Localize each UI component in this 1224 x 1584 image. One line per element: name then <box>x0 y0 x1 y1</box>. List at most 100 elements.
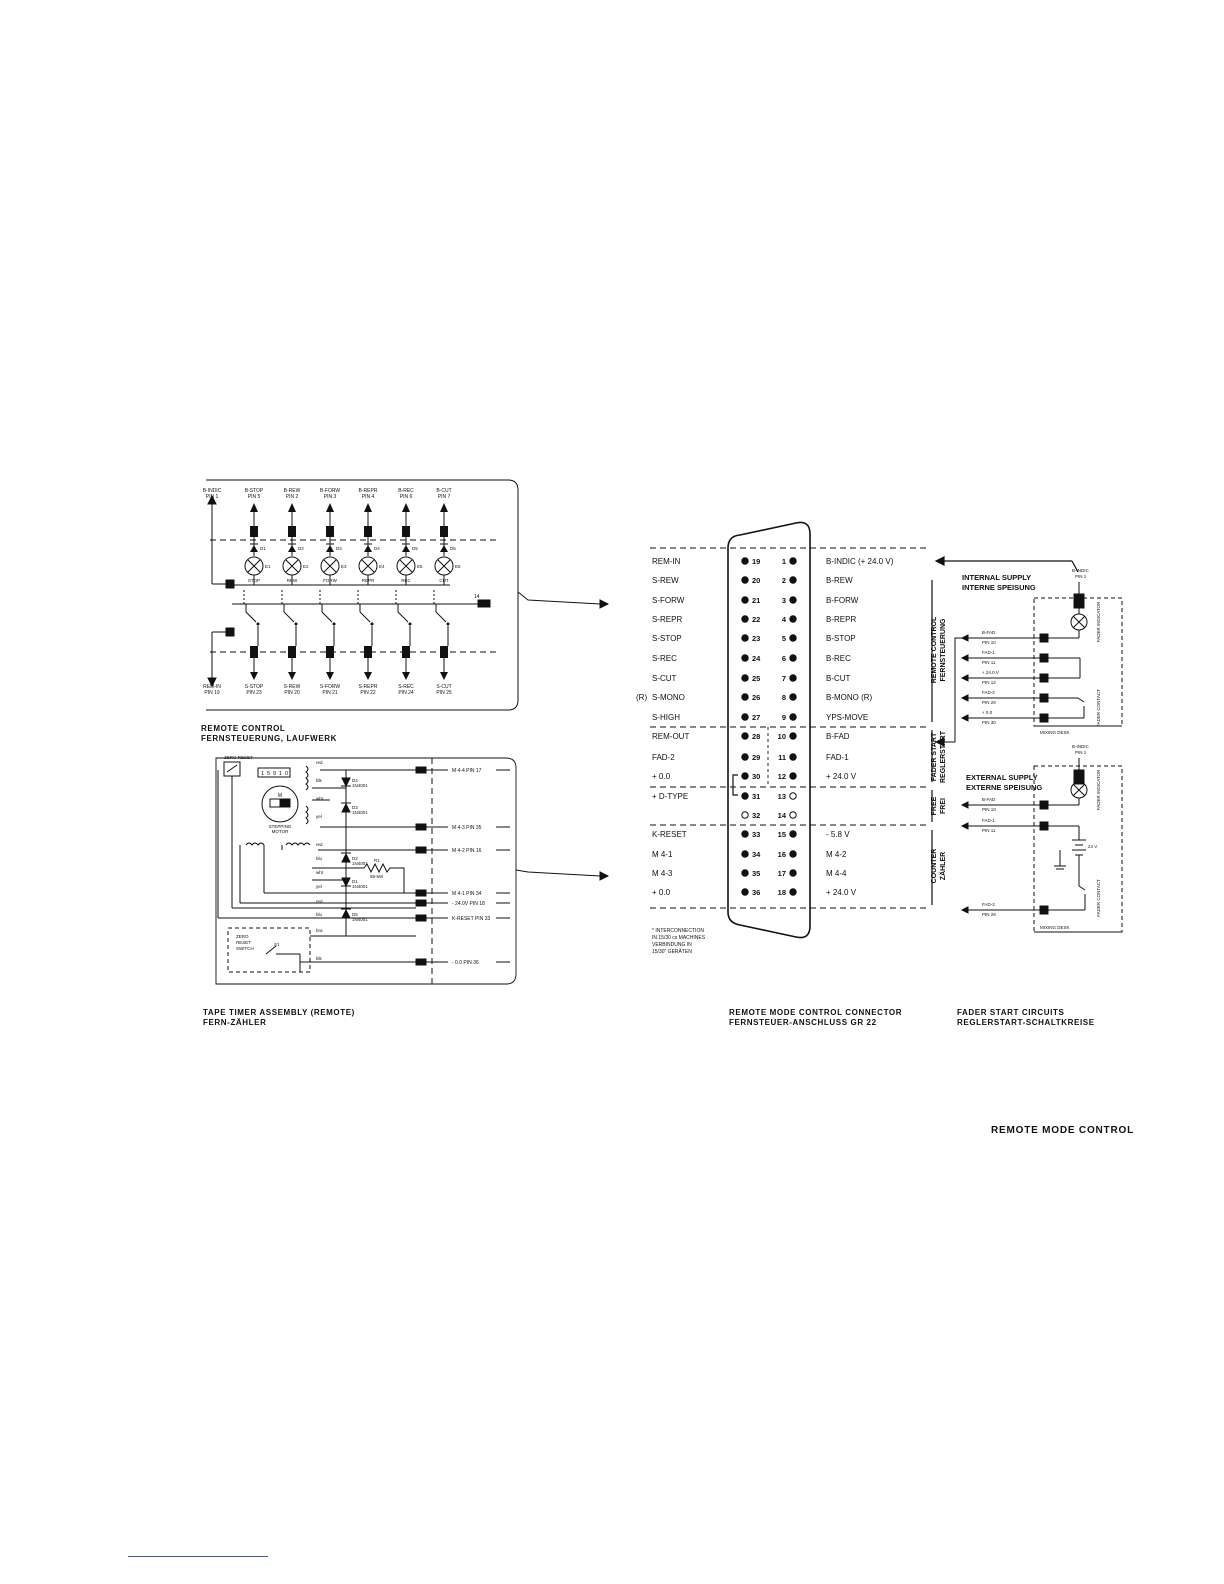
fader-pin-number: PIN 10 <box>982 640 996 645</box>
top-pin-number: PIN 7 <box>438 494 451 500</box>
diode-label: D2 <box>352 856 358 861</box>
diode-label: D1 <box>352 879 358 884</box>
connector-left-label: S-FORW <box>652 596 685 605</box>
connector-left-label: M 4-1 <box>652 850 673 859</box>
fader-terminal <box>1039 693 1049 703</box>
arrow-left <box>960 674 969 682</box>
pin-number: 14 <box>778 811 787 820</box>
pin-number: 18 <box>778 888 786 897</box>
connector-right-label: + 24.0 V <box>826 772 857 781</box>
pin-dot <box>789 772 797 780</box>
diode <box>402 545 410 552</box>
switch-lever <box>321 611 333 623</box>
pin-number: 12 <box>778 772 786 781</box>
pin-dot <box>741 557 749 565</box>
diode-label: D2 <box>298 546 304 551</box>
connector-right-label: - 5.8 V <box>826 830 850 839</box>
switch-contact <box>446 622 450 626</box>
internal-supply-label: INTERNE SPEISUNG <box>962 583 1036 592</box>
fader-terminal <box>1039 821 1049 831</box>
pin-dot <box>741 693 749 701</box>
diode <box>288 545 296 552</box>
wire-color-label: red <box>316 899 323 904</box>
pin-dot <box>741 869 749 877</box>
footnote-line: * INTERCONNECTION <box>652 928 704 934</box>
pin-dot <box>741 654 749 662</box>
bottom-pin-number: PIN 19 <box>204 690 220 696</box>
fader-indicator-label: FADER INDICATOR <box>1096 769 1101 810</box>
arrow-up <box>250 503 258 512</box>
group-label: ZÄHLER <box>939 852 947 880</box>
switch-contact <box>370 622 374 626</box>
connector-pin <box>440 646 448 658</box>
wire-color-label: red <box>316 842 323 847</box>
arrow-up <box>402 503 410 512</box>
diode-label: D5 <box>412 546 418 551</box>
switch-contact <box>256 622 260 626</box>
pin-number: 5 <box>782 634 786 643</box>
wire-color-label: blk <box>316 956 323 961</box>
group-label: FADER START <box>931 732 938 781</box>
pin-dot <box>789 792 797 800</box>
connector-pin <box>402 646 410 658</box>
diode-label: D4 <box>352 778 358 783</box>
pin-number: 17 <box>778 869 786 878</box>
diode-label: D5 <box>352 912 358 917</box>
fader-terminal <box>1039 713 1049 723</box>
remote-control-caption: REMOTE CONTROL FERNSTEUERUNG, LAUFWERK <box>201 724 337 744</box>
switch-lever <box>435 611 447 623</box>
connector-pin-rows <box>741 557 797 896</box>
lamp-label: E4 <box>379 564 385 569</box>
connector-right-label: B-CUT <box>826 674 851 683</box>
pin-dot <box>789 576 797 584</box>
arrow-up <box>364 503 372 512</box>
pin-dot <box>741 888 749 896</box>
pin-number: 10 <box>778 732 786 741</box>
lamp-cross <box>361 559 375 573</box>
diode <box>326 545 334 552</box>
switch-lever <box>359 611 371 623</box>
pin-dot <box>789 596 797 604</box>
fader-pin-number: PIN 29 <box>982 700 996 705</box>
tape-timer-caption: TAPE TIMER ASSEMBLY (REMOTE) FERN-ZÄHLER <box>203 1008 355 1028</box>
lamp-cross <box>323 559 337 573</box>
pin-number: 30 <box>752 772 760 781</box>
pin-number: 2 <box>782 576 786 585</box>
switch-contact <box>408 622 412 626</box>
fader-pin-number: PIN 11 <box>982 660 996 665</box>
connector-pin <box>326 526 334 537</box>
connector-right-label: B-REPR <box>826 615 856 624</box>
fader-pin-label: FAD-1 <box>982 650 995 655</box>
connector-left-label: K-RESET <box>652 830 687 839</box>
output-terminal <box>415 846 427 854</box>
output-terminal <box>415 823 427 831</box>
group-label: FREI <box>940 798 947 814</box>
lamp-label: E1 <box>265 564 271 569</box>
pin-number: 29 <box>752 753 760 762</box>
top-pin-number: PIN 2 <box>286 494 299 500</box>
bottom-pin-number: PIN 25 <box>436 690 452 696</box>
caption-line: FERNSTEUERUNG, LAUFWERK <box>201 734 338 743</box>
switch-label: RESET <box>236 940 251 945</box>
connector-right-label: M 4-2 <box>826 850 847 859</box>
connector-left-label: S-MONO <box>652 693 685 702</box>
pin-number: 8 <box>782 693 786 702</box>
fader-terminal <box>1039 653 1049 663</box>
pin-number: 16 <box>778 850 786 859</box>
top-pin-label: B-STOP <box>245 488 264 494</box>
connector-left-label: REM-OUT <box>652 732 689 741</box>
connector-left-label: + D-TYPE <box>652 792 688 801</box>
bottom-pin-label: S-REC <box>398 684 414 690</box>
arrow-left <box>960 654 969 662</box>
fader-contact-label: FADER CONTACT <box>1096 879 1101 917</box>
pin-number: 22 <box>752 615 760 624</box>
internal-supply-label: INTERNAL SUPPLY <box>962 573 1031 582</box>
external-supply-label: EXTERNAL SUPPLY <box>966 773 1038 782</box>
connector-left-label: S-CUT <box>652 674 677 683</box>
bindic-label: PIN 1 <box>1075 574 1087 579</box>
battery-label: 24 V <box>1088 844 1097 849</box>
pin-dot <box>789 830 797 838</box>
switch-id: S1 <box>274 942 280 947</box>
zero-reset-label: ZERO RESET <box>224 755 253 760</box>
